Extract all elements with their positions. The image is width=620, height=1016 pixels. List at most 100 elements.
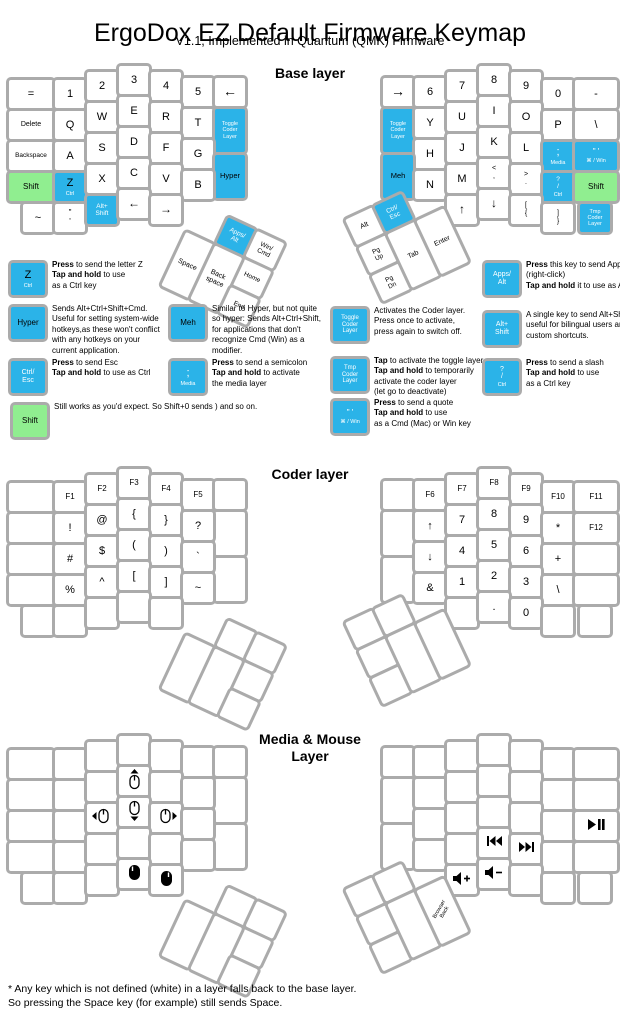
mouse-left-icon: [91, 808, 113, 828]
blank-key: [540, 809, 576, 843]
key-8: 8: [476, 63, 512, 97]
key-2-coder: 2: [476, 559, 512, 593]
blank-key: [148, 770, 184, 804]
key-quote: "': [52, 201, 88, 235]
key-k: K: [476, 125, 512, 159]
key-3: 3: [116, 63, 152, 97]
key-g: G: [180, 137, 216, 171]
key-tilde: ~: [20, 201, 56, 235]
blank-key: [572, 573, 620, 607]
key-rparen: ): [148, 534, 184, 568]
legend-tmp-coder-text: Tap to activate the toggle layer.Tap and…: [374, 356, 486, 397]
key-a: A: [52, 139, 88, 173]
key-f9: F9: [508, 472, 544, 506]
blank-key: [180, 776, 216, 810]
key-rbracket-coder: ]: [148, 565, 184, 599]
blank-key: [6, 778, 56, 812]
key-percent: %: [52, 573, 88, 607]
key-x: X: [84, 162, 120, 196]
blank-key: [20, 871, 56, 905]
blank-key: [20, 604, 56, 638]
key-3-coder: 3: [508, 565, 544, 599]
key-exclamation: !: [52, 511, 88, 545]
mouse-up-icon: [128, 768, 141, 794]
key-equals: =: [6, 77, 56, 111]
key-2: 2: [84, 69, 120, 103]
blank-key: [52, 840, 88, 874]
blank-key: [84, 863, 120, 897]
key-slash-ctrl: ?/Ctrl: [482, 358, 522, 396]
blank-key: [444, 770, 480, 804]
blank-key: [6, 511, 56, 545]
blank-key: [52, 747, 88, 781]
key-f11: F11: [572, 480, 620, 514]
key-volume-down: [476, 857, 512, 891]
key-4-coder: 4: [444, 534, 480, 568]
key-plus: +: [540, 542, 576, 576]
key-r: R: [148, 100, 184, 134]
key-backslash: \: [572, 108, 620, 142]
key-mouse-left-click: [116, 857, 152, 891]
blank-key: [6, 480, 56, 514]
key-f1: F1: [52, 480, 88, 514]
blank-key: [412, 838, 448, 872]
blank-key: [444, 801, 480, 835]
key-t: T: [180, 106, 216, 140]
blank-key: [6, 747, 56, 781]
key-alt-shift: Alt+Shift: [482, 310, 522, 348]
key-shift-left: Shift: [6, 170, 56, 204]
volume-up-icon: [453, 871, 471, 889]
key-6: 6: [412, 75, 448, 109]
key-semicolon-media: ;Media: [540, 139, 576, 173]
next-track-icon: [518, 842, 534, 856]
prev-track-icon: [486, 836, 502, 850]
key-minus: -: [572, 77, 620, 111]
key-o: O: [508, 100, 544, 134]
blank-key: [52, 778, 88, 812]
key-quote-cmd-win: " '⌘ / Win: [330, 398, 370, 436]
key-mouse-up: [116, 764, 152, 798]
key-7-coder: 7: [444, 503, 480, 537]
footnote-line-1: * Any key which is not defined (white) i…: [8, 983, 357, 995]
blank-key: [116, 826, 152, 860]
key-ampersand: &: [412, 571, 448, 605]
base-layer-title: Base layer: [274, 65, 346, 81]
key-alt-shift: Alt+Shift: [84, 193, 120, 227]
blank-key: [84, 739, 120, 773]
legend-apps-alt-text: Press this key to send Apps(right-click)…: [526, 260, 620, 290]
key-f8: F8: [476, 466, 512, 500]
blank-key: [180, 838, 216, 872]
key-apps-alt: Apps/Alt: [482, 260, 522, 298]
media-layer-title: Media & Mouse Layer: [259, 731, 361, 764]
blank-key: [212, 555, 248, 604]
key-f12: F12: [572, 511, 620, 545]
blank-key: [212, 822, 248, 871]
key-dot-coder: .: [476, 590, 512, 624]
blank-key: [476, 733, 512, 767]
blank-key: [540, 871, 576, 905]
key-p: P: [540, 108, 576, 142]
key-hyper: Hyper: [8, 304, 48, 342]
key-comma: <,: [476, 156, 512, 190]
blank-key: [84, 832, 120, 866]
blank-key: [572, 840, 620, 874]
key-f5: F5: [180, 478, 216, 512]
blank-key: [52, 604, 88, 638]
blank-key: [212, 745, 248, 779]
blank-key: [540, 747, 576, 781]
key-down-coder: ↓: [412, 540, 448, 574]
blank-key: [212, 509, 248, 558]
blank-key: [540, 840, 576, 874]
key-mouse-left: [84, 801, 120, 835]
key-quote-cmd-win: " '⌘ / Win: [572, 139, 620, 173]
key-f10: F10: [540, 480, 576, 514]
